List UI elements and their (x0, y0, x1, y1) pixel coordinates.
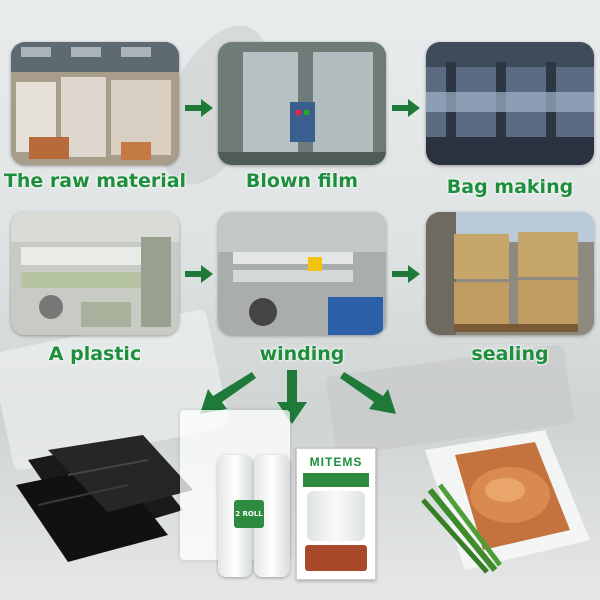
roll-badge: 2 ROLL (234, 500, 264, 528)
black-vacuum-bags (16, 435, 193, 562)
arrow-right-icon (392, 265, 420, 283)
photo-winding (218, 212, 386, 335)
arrow-down-left-icon (200, 372, 256, 414)
product-box: MITEMS (296, 448, 376, 580)
product-box-brand: MITEMS (309, 455, 363, 469)
label-raw-material: The raw material (3, 170, 187, 192)
label-blown-film: Blown film (245, 170, 359, 192)
product-box-food-image (305, 545, 367, 571)
arrow-right-icon (185, 99, 213, 117)
label-bag-making: Bag making (446, 176, 574, 198)
photo-bag-making (426, 42, 594, 165)
photo-raw-material (11, 42, 179, 165)
photo-a-plastic (11, 212, 179, 335)
photo-blown-film (218, 42, 386, 165)
product-box-band (303, 473, 369, 487)
label-a-plastic: A plastic (48, 343, 142, 365)
arrow-right-icon (392, 99, 420, 117)
arrow-down-right-icon (340, 372, 396, 414)
photo-sealing (426, 212, 594, 335)
product-box-rolls-image (307, 491, 365, 541)
label-winding: winding (259, 343, 345, 365)
roll-badge-text: 2 ROLL (235, 510, 263, 518)
arrow-right-icon (185, 265, 213, 283)
label-sealing: sealing (471, 343, 549, 365)
sealed-food-bag (421, 430, 590, 574)
